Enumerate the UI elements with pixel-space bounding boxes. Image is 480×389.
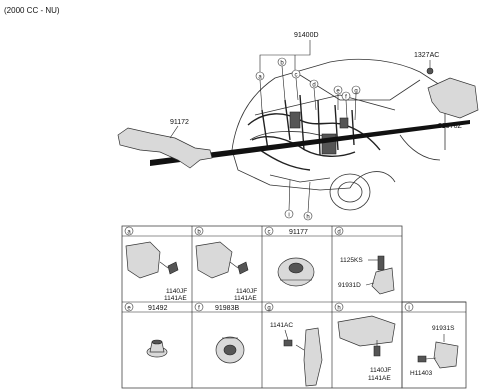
label-91400D: 91400D — [294, 32, 319, 39]
svg-text:i: i — [288, 213, 289, 219]
part-label: 1140JF — [370, 367, 391, 374]
svg-text:h: h — [306, 215, 309, 221]
part-91970Z: 1327AC 91970Z — [414, 52, 479, 130]
svg-text:e: e — [127, 306, 131, 312]
car-illustration — [231, 58, 446, 211]
cell-f: f 91983B — [194, 302, 245, 364]
callout-h: h — [303, 181, 313, 221]
part-label: 1141AE — [234, 295, 257, 302]
part-label: H11403 — [410, 370, 433, 377]
part-label: 91492 — [148, 305, 168, 312]
bolt-1327AC-icon — [426, 67, 434, 75]
callout-e: e — [333, 85, 343, 110]
svg-text:g: g — [354, 89, 357, 95]
svg-text:c: c — [268, 230, 271, 236]
svg-text:d: d — [312, 83, 315, 89]
part-label: 1141AE — [164, 295, 187, 302]
svg-text:f: f — [345, 95, 347, 101]
part-label: 1141AE — [368, 375, 391, 382]
svg-text:b: b — [280, 61, 284, 67]
callout-a: a — [255, 71, 265, 111]
svg-text:g: g — [267, 306, 270, 312]
part-label: 1141AC — [270, 322, 293, 329]
engine-title: (2000 CC - NU) — [4, 6, 60, 15]
part-label: 91931S — [432, 325, 455, 332]
callout-c: c — [291, 69, 301, 101]
callout-d: d — [309, 79, 319, 111]
part-label: 91931D — [338, 282, 361, 289]
callouts: a b c d e f g i h — [255, 57, 361, 221]
part-label: 91983B — [215, 305, 239, 312]
cell-b: b 1140JF 1141AE — [194, 226, 257, 302]
svg-text:h: h — [337, 306, 340, 312]
callout-i: i — [284, 179, 294, 219]
part-label: 91177 — [289, 229, 308, 236]
wiring-harness — [247, 94, 381, 171]
cell-e: e 91492 — [124, 302, 168, 358]
svg-text:e: e — [336, 89, 340, 95]
part-label: 1140JF — [236, 288, 257, 295]
svg-text:c: c — [295, 73, 298, 79]
cell-c: c 91177 — [264, 226, 315, 287]
label-91970Z: 91970Z — [438, 123, 462, 130]
label-1327AC: 1327AC — [414, 52, 439, 59]
cell-g: g 1141AC — [264, 302, 323, 387]
part-label: 1125KS — [340, 257, 363, 264]
svg-text:f: f — [198, 306, 200, 312]
cell-a: a 1140JF 1141AE — [124, 226, 187, 302]
sweep-bar — [150, 120, 470, 166]
svg-text:b: b — [197, 230, 201, 236]
svg-text:i: i — [408, 306, 409, 312]
callout-g: g — [351, 85, 361, 121]
svg-text:d: d — [337, 230, 340, 236]
svg-text:a: a — [127, 230, 131, 236]
label-91172: 91172 — [170, 119, 189, 126]
part-label: 1140JF — [166, 288, 187, 295]
cell-h: h 1140JF 1141AE — [334, 302, 396, 382]
callout-f: f — [341, 91, 351, 119]
part-91172: 91172 — [117, 119, 213, 169]
cell-i: i 91931S H11403 — [404, 302, 459, 377]
parts-grid — [121, 225, 467, 389]
callout-b: b — [277, 57, 287, 101]
svg-text:a: a — [258, 75, 262, 81]
cell-d: d 1125KS 91931D — [334, 226, 395, 295]
